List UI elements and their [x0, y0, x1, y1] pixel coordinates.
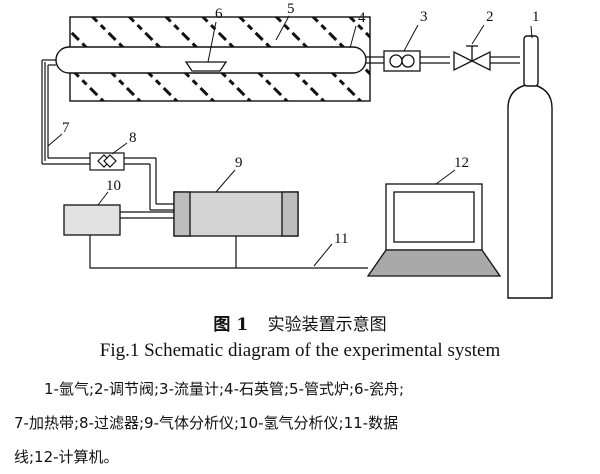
figure-number: 图 1: [213, 315, 249, 335]
filter-outlet-line: [120, 157, 174, 219]
label-8: 8: [129, 130, 137, 146]
label-1: 1: [532, 9, 540, 25]
porcelain-boat: [184, 61, 228, 72]
leader-lines: [47, 15, 533, 267]
gas-analyzer: [173, 191, 299, 237]
filter: [89, 152, 125, 171]
data-line: [89, 235, 368, 269]
label-4: 4: [358, 10, 366, 26]
figure-title-chinese: 实验装置示意图: [267, 315, 387, 335]
gas-inlet-line: [366, 56, 520, 64]
regulating-valve: [453, 45, 491, 72]
heating-band: [41, 59, 90, 165]
label-5: 5: [287, 1, 295, 17]
label-6: 6: [215, 6, 223, 22]
label-3: 3: [420, 9, 428, 25]
label-7: 7: [62, 120, 70, 136]
legend-line-1: 1-氩气;2-调节阀;3-流量计;4-石英管;5-管式炉;6-瓷舟;: [44, 380, 405, 398]
hydrogen-analyzer: [63, 204, 121, 236]
label-9: 9: [235, 155, 243, 171]
label-12: 12: [454, 155, 469, 171]
argon-cylinder: [507, 35, 553, 299]
label-11: 11: [334, 231, 348, 247]
label-10: 10: [106, 178, 121, 194]
flowmeter: [383, 50, 421, 72]
computer: [366, 183, 502, 277]
label-2: 2: [486, 9, 494, 25]
experimental-system-diagram: 1 2 3 4 5 6 7 8 9 10 11 12: [41, 1, 553, 299]
figure-caption-english: Fig.1 Schematic diagram of the experimen…: [99, 340, 501, 361]
legend-line-2: 7-加热带;8-过滤器;9-气体分析仪;10-氢气分析仪;11-数据: [14, 414, 399, 432]
legend-line-3: 线;12-计算机。: [14, 448, 119, 466]
figure-caption-chinese: 图 1 实验装置示意图: [0, 310, 600, 335]
